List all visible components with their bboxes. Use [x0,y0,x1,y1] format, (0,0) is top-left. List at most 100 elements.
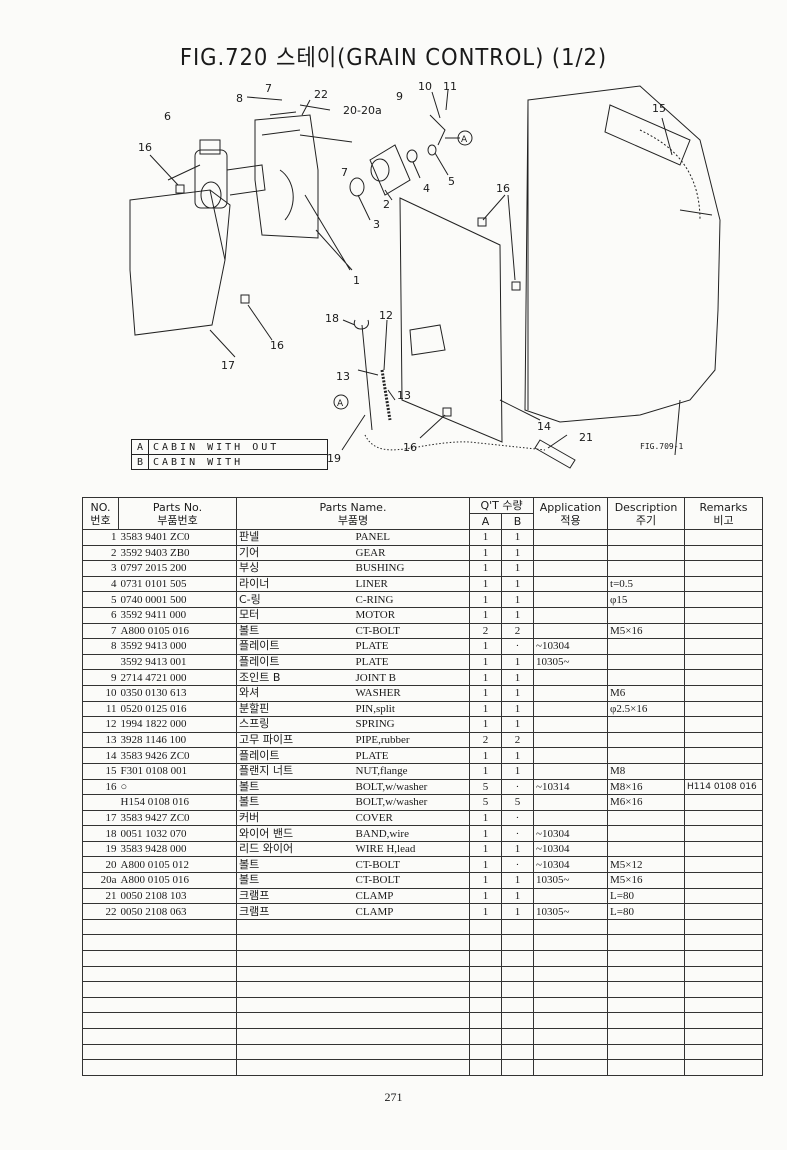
english-name-cell: BUSHING [353,560,470,577]
part-number-cell: A800 0105 016 [118,622,237,640]
blank-cell [469,1028,502,1045]
part-number-cell: 3592 9413 001 [118,653,237,671]
part-no-cell: 2 [82,544,119,562]
cabin-outline [524,85,721,423]
blank-cell [684,981,764,998]
korean-name-cell: 볼트 [236,794,354,811]
blank-cell [533,918,609,936]
blank-cell [533,981,609,998]
english-name-cell: NUT,flange [353,762,470,780]
part-no-cell: 20 [82,856,119,874]
blank-cell [236,965,354,983]
korean-name-cell: 고무 파이프 [236,731,354,749]
qty-b-cell: · [500,638,535,655]
blank-cell [82,981,119,998]
bolt-16 [175,184,185,194]
svg-text:13: 13 [336,370,350,383]
qty-b-cell: 1 [500,762,535,780]
cabin-window [604,104,691,166]
blank-cell [118,981,237,998]
blank-cell [82,918,119,936]
remarks-cell [684,560,764,577]
remarks-cell [684,638,764,655]
blank-cell [236,1028,354,1045]
part-number-cell: 0051 1032 070 [118,825,237,842]
blank-table-row [82,1059,764,1076]
part-number-cell: F301 0108 001 [118,762,237,780]
svg-text:4: 4 [423,182,430,195]
svg-text:A: A [337,399,344,409]
description-cell [607,840,686,858]
remarks-cell [684,684,764,702]
blank-cell [500,1028,535,1045]
korean-name-cell: 플레이트 [236,747,354,764]
gear-2 [369,144,411,196]
blank-cell [607,918,686,936]
part-no-cell: 17 [82,809,119,827]
description-cell: L=80 [607,887,686,905]
page-number: 271 [384,1090,403,1104]
part-number-cell: H154 0108 016 [118,794,237,811]
blank-cell [118,1059,237,1076]
korean-name-cell: 부싱 [236,560,354,577]
header-name-kr: 부품명 [337,513,369,527]
qty-b-cell: 1 [500,887,535,905]
korean-name-cell: 볼트 [236,778,354,796]
legend-text: CABIN WITH [148,454,328,470]
description-cell: L=80 [607,903,686,920]
svg-text:21: 21 [579,431,593,444]
description-cell: M6×16 [607,794,686,811]
qty-b-cell: 1 [500,529,535,546]
blank-cell [469,996,502,1014]
korean-name-cell: 조인트 B [236,669,354,686]
remarks-cell [684,606,764,624]
remarks-cell [684,529,764,546]
part-number-cell: 3583 9401 ZC0 [118,529,237,546]
qty-a-cell: 1 [469,575,502,593]
part-no-cell: 14 [82,747,119,764]
blank-table-row [82,996,764,1014]
english-name-cell: BOLT,w/washer [353,794,470,811]
qty-a-cell: 1 [469,809,502,827]
svg-text:20-20a: 20-20a [343,104,382,117]
qty-a-cell: 1 [469,872,502,889]
blank-cell [469,1059,502,1076]
svg-text:A: A [461,135,468,145]
qty-b-cell: 1 [500,560,535,577]
english-name-cell: SPRING [353,716,470,733]
qty-b-cell: 1 [500,669,535,686]
blank-table-row [82,918,764,936]
blank-cell [684,1028,764,1045]
remarks-cell [684,825,764,842]
blank-cell [500,918,535,936]
korean-name-cell: 플레이트 [236,653,354,671]
blank-cell [500,934,535,952]
blank-cell [469,1012,502,1029]
qty-b-cell: 1 [500,747,535,764]
remarks-cell [684,591,764,608]
marker-a-upper [457,130,473,146]
korean-name-cell: 볼트 [236,622,354,640]
part-number-cell: 0050 2108 063 [118,903,237,920]
part-no-cell: 7 [82,622,119,640]
blank-cell [533,1059,609,1076]
blank-cell [533,934,609,952]
blank-cell [533,1043,609,1061]
qty-b-cell: 5 [500,794,535,811]
english-name-cell: PLATE [353,653,470,671]
remarks-cell [684,669,764,686]
qty-b-cell: · [500,809,535,827]
svg-text:16: 16 [270,339,284,352]
part-no-cell: 9 [82,669,119,686]
blank-cell [607,965,686,983]
application-cell: 10305~ [533,903,609,920]
qty-b-cell: · [500,825,535,842]
blank-cell [353,950,470,967]
